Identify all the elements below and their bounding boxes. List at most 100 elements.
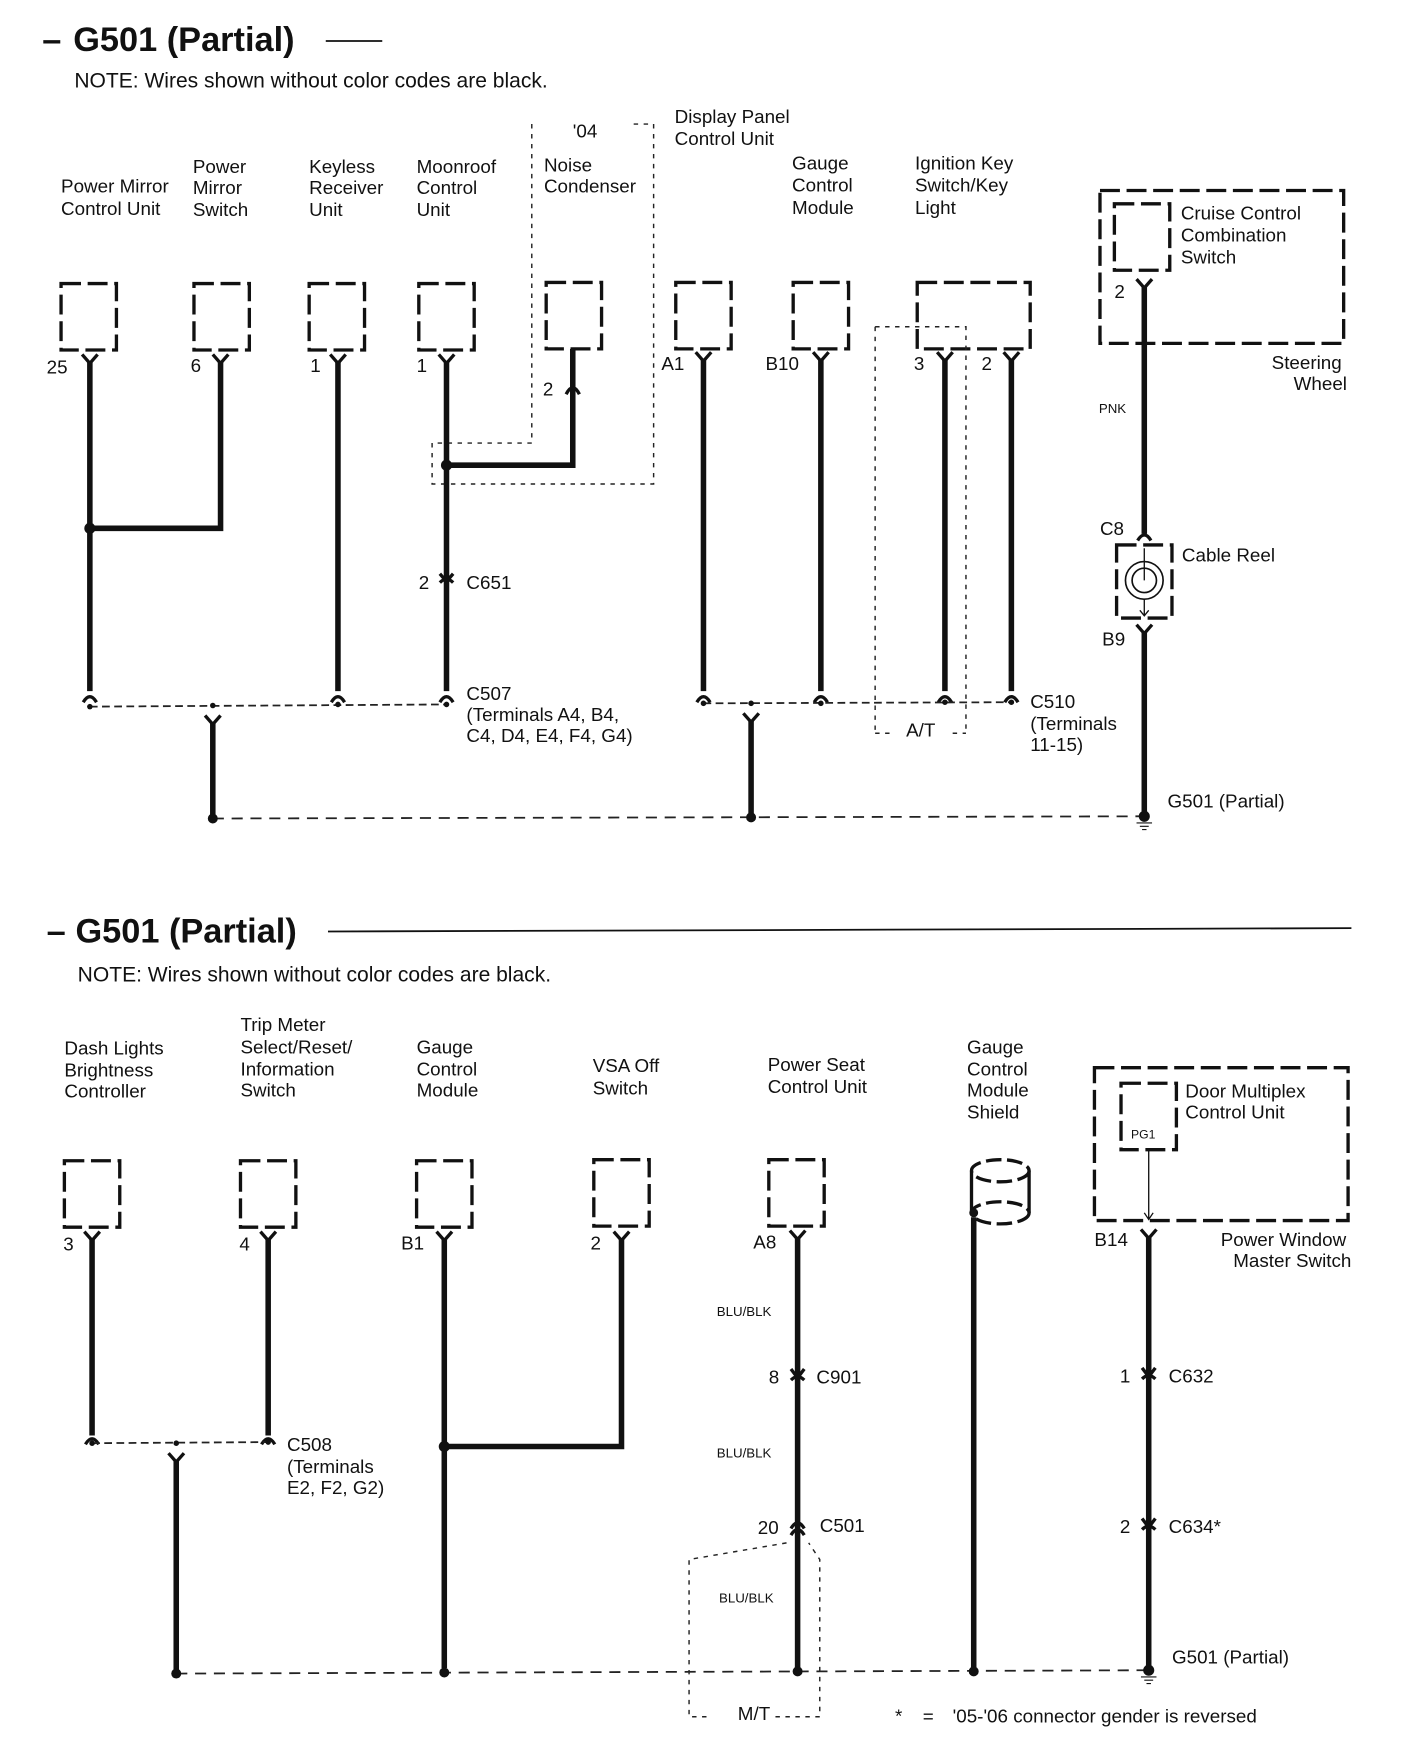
bus-point [173, 1440, 180, 1446]
terminal-pg1: PG1 [1131, 1128, 1156, 1142]
terminal-2-vsa: 2 [590, 1232, 600, 1253]
label-dash-lights-brightness-controller: Dash Lights Brightness Controller [64, 1037, 169, 1101]
cable-reel-arrow [1139, 548, 1150, 617]
section-title: G501 (Partial) [75, 913, 296, 951]
wire-color-blu-blk-3: BLU/BLK [719, 1591, 774, 1606]
label-power-seat-control-unit: Power Seat Control Unit [768, 1054, 870, 1097]
section-bottom: – G501 (Partial) NOTE: Wires shown witho… [47, 913, 1352, 1726]
wire-color-pnk: PNK [1099, 401, 1126, 416]
terminal-1-kru: 1 [310, 355, 320, 376]
option-label-04: '04 [573, 120, 598, 141]
label-gauge-control-module-2: Gauge Control Module [417, 1036, 483, 1100]
bus-point [335, 701, 341, 708]
cable-reel-c8: C8 [1100, 518, 1124, 539]
ground-bus-top [212, 815, 1145, 820]
ground-point [439, 1667, 450, 1678]
component-box-cccs [1112, 202, 1172, 272]
c510-bus [703, 701, 1012, 705]
mt-enclosure [688, 1542, 821, 1718]
ground-point [171, 1668, 182, 1679]
label-moonroof-control-unit: Moonroof Control Unit [417, 156, 502, 220]
cable-reel-label: Cable Reel [1182, 545, 1275, 566]
c632-pin: 1 [1120, 1365, 1130, 1386]
bus-point [1008, 699, 1015, 705]
terminal-b1: B1 [401, 1232, 424, 1253]
connector-cup [438, 695, 455, 704]
c507-bus [89, 703, 447, 708]
terminal-2-nc: 2 [543, 378, 553, 399]
ground-point [1143, 1664, 1155, 1676]
label-gauge-control-module: Gauge Control Module [792, 152, 858, 217]
bus-point [942, 699, 948, 705]
connector-cup [329, 695, 347, 704]
c508-bus [92, 1441, 269, 1445]
c634-pin: 2 [1120, 1516, 1130, 1537]
label-ignition-key-switch: Ignition Key Switch/Key Light [915, 152, 1019, 217]
component-box-gcm2 [414, 1159, 474, 1229]
mt-label: M/T [738, 1703, 771, 1724]
section-title: G501 (Partial) [73, 21, 294, 59]
section-note: NOTE: Wires shown without color codes ar… [78, 963, 551, 986]
terminal-3-iks: 3 [914, 353, 924, 374]
label-power-mirror-switch: Power Mirror Switch [193, 156, 252, 220]
connector-c501-symbol [789, 1521, 806, 1537]
footnote-equals: = [923, 1705, 934, 1726]
terminal-1-mcu: 1 [417, 355, 427, 376]
c508-label: C508 (Terminals E2, F2, G2) [287, 1434, 384, 1498]
c651-pin: 2 [419, 572, 429, 593]
component-box-pmcu [59, 281, 119, 352]
ground-label-top: G501 (Partial) [1168, 790, 1285, 811]
ground-point [746, 812, 757, 823]
label-cruise-control-switch: Cruise Control Combination Switch [1181, 202, 1306, 267]
wire-nc [446, 348, 576, 468]
terminal-b10: B10 [765, 353, 798, 374]
terminal-b14: B14 [1094, 1229, 1127, 1250]
at-enclosure [874, 326, 967, 734]
terminal-2-cccs: 2 [1114, 281, 1124, 302]
terminal-2-iks: 2 [981, 353, 991, 374]
terminal-25: 25 [47, 356, 68, 377]
label-display-panel-control-unit: Display Panel Control Unit [675, 106, 795, 149]
power-window-master-switch-enclosure [1092, 1066, 1350, 1223]
option-04-enclosure [431, 123, 655, 485]
terminal-4: 4 [239, 1233, 249, 1254]
section-note: NOTE: Wires shown without color codes ar… [74, 70, 547, 93]
label-door-multiplex-control-unit: Door Multiplex Control Unit [1185, 1081, 1310, 1123]
component-box-vsa [592, 1157, 651, 1228]
component-box-iks [915, 280, 1032, 351]
steering-wheel-enclosure [1098, 188, 1346, 346]
component-box-mcu [417, 281, 476, 352]
title-rule [327, 927, 1352, 933]
c651-name: C651 [466, 572, 511, 593]
wire-vsa [444, 1238, 625, 1450]
c901-pin: 8 [769, 1366, 779, 1387]
component-box-pms [192, 281, 252, 352]
connector-symbol [564, 386, 581, 396]
label-noise-condenser: Noise Condenser [544, 155, 636, 197]
ground-point [968, 1666, 979, 1677]
ground-icon [1140, 1676, 1157, 1685]
terminal-3: 3 [63, 1233, 73, 1254]
c510-label: C510 (Terminals 11-15) [1030, 691, 1122, 755]
dash-mark: – [47, 913, 66, 951]
bus-point [87, 703, 93, 710]
splice-point [438, 1440, 450, 1453]
shield-ground-point [969, 1208, 979, 1218]
connector-c632-symbol [1140, 1366, 1157, 1381]
component-box-dlbc [62, 1159, 122, 1229]
terminal-a8: A8 [753, 1231, 776, 1252]
bus-point [265, 1439, 271, 1445]
connector-cup [81, 695, 99, 704]
internal-wire-pg1 [1143, 1149, 1154, 1221]
bus-point [818, 700, 824, 707]
terminal-6: 6 [191, 355, 201, 376]
bus-point [210, 702, 216, 709]
label-trip-meter-switch: Trip Meter Select/Reset/ Information Swi… [240, 1014, 357, 1100]
label-keyless-receiver-unit: Keyless Receiver Unit [309, 156, 388, 220]
bus-point [748, 700, 754, 707]
connector-c901-symbol [789, 1367, 806, 1382]
c901-name: C901 [816, 1366, 861, 1387]
ground-icon [1136, 822, 1153, 831]
c632-name: C632 [1169, 1365, 1214, 1386]
